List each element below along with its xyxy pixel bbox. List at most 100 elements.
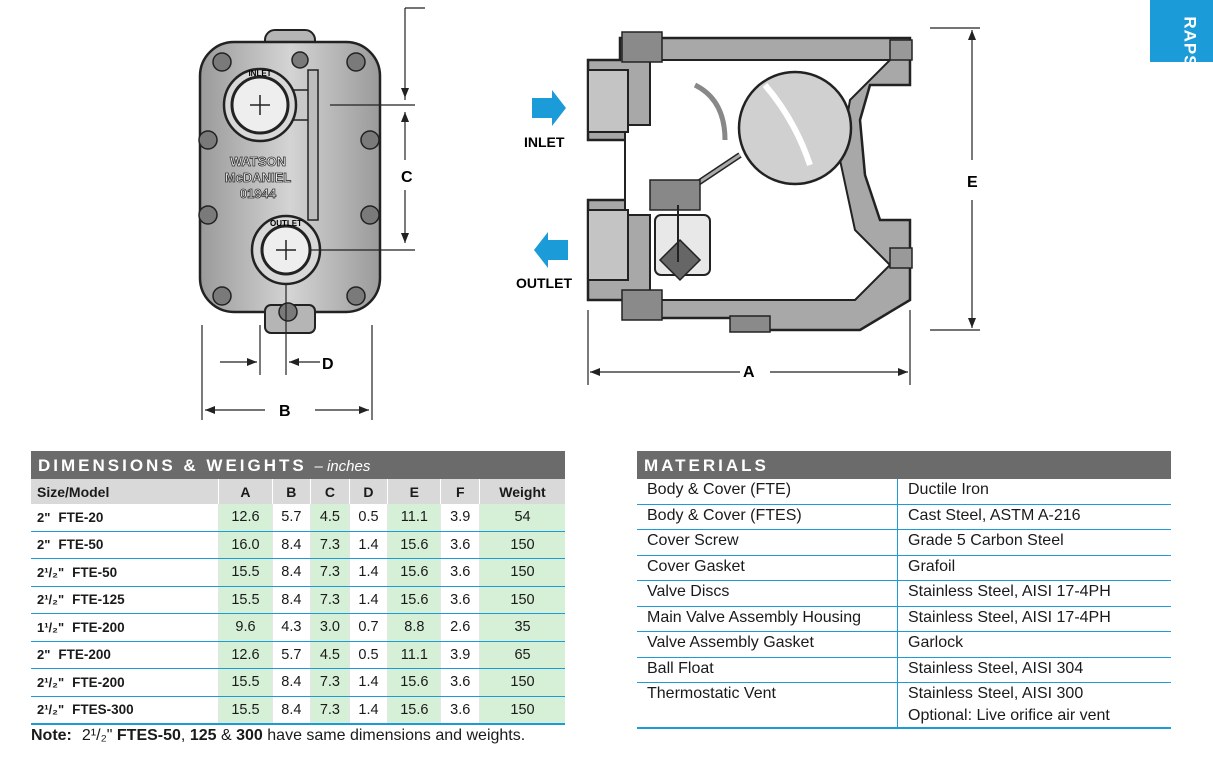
- model-value: FTE-200: [58, 647, 111, 663]
- dim-cell-b: 8.4: [271, 558, 311, 587]
- material-part: Main Valve Assembly Housing: [637, 606, 898, 632]
- dim-cell-a: 16.0: [218, 531, 273, 559]
- model-value: FTE-200: [72, 674, 125, 690]
- dim-cell-d: 1.4: [348, 558, 388, 587]
- dim-cell-c: 4.5: [310, 504, 350, 532]
- dimensions-column-headers: Size/Model A B C D E F Weight: [31, 479, 565, 504]
- dim-cell-w: 54: [479, 504, 565, 532]
- col-header: B: [271, 479, 311, 504]
- material-value: Ductile Iron: [908, 481, 989, 498]
- dim-cell-b: 8.4: [271, 586, 311, 614]
- dim-cell-d: 0.5: [348, 504, 388, 532]
- material-value: Stainless Steel, AISI 17-4PH: [908, 608, 1111, 626]
- table-row: Main Valve Assembly Housing Stainless Ste…: [637, 606, 1171, 632]
- dim-label-b: B: [279, 403, 291, 420]
- note-amp: &: [220, 727, 232, 744]
- dim-cell-c: 3.0: [310, 613, 350, 642]
- dim-cell-a: 12.6: [218, 641, 273, 669]
- material-part: Ball Float: [637, 657, 898, 683]
- dim-label-a: A: [743, 364, 755, 381]
- dim-cell-f: 3.6: [440, 668, 480, 697]
- material-value: Stainless Steel, AISI 304: [908, 659, 1084, 677]
- material-part: Body & Cover (FTE): [637, 479, 898, 505]
- col-header: F: [440, 479, 480, 504]
- dim-cell-b: 5.7: [271, 504, 311, 532]
- dim-cell-b: 8.4: [271, 696, 311, 725]
- footnote: Note:2¹/₂" FTES-50, 125 & 300 have same …: [31, 727, 525, 745]
- dim-label-e: E: [967, 174, 978, 191]
- size-value: 2¹/₂": [37, 702, 65, 718]
- dim-cell-b: 4.3: [271, 613, 311, 642]
- dim-label-d: D: [322, 356, 334, 373]
- col-header: D: [348, 479, 388, 504]
- dim-cell-w: 150: [479, 696, 565, 725]
- dim-cell-c: 4.5: [310, 641, 350, 669]
- dim-cell-c: 7.3: [310, 558, 350, 587]
- dim-cell-d: 1.4: [348, 668, 388, 697]
- outlet-arrow-icon: [534, 232, 568, 268]
- size-model-cell: 1¹/₂"FTE-200: [31, 613, 219, 642]
- dimensions-table-header: DIMENSIONS & WEIGHTS – inches: [31, 451, 565, 479]
- dim-cell-w: 150: [479, 586, 565, 614]
- dim-cell-a: 15.5: [218, 696, 273, 725]
- dim-cell-c: 7.3: [310, 668, 350, 697]
- material-part: Valve Discs: [637, 580, 898, 607]
- dim-cell-e: 11.1: [387, 641, 441, 669]
- col-header: E: [387, 479, 441, 504]
- dim-cell-f: 3.9: [440, 504, 480, 532]
- note-model-2: 125: [189, 727, 217, 744]
- size-model-cell: 2¹/₂"FTES-300: [31, 696, 219, 725]
- col-header: A: [218, 479, 273, 504]
- dim-cell-f: 3.6: [440, 531, 480, 559]
- size-model-cell: 2¹/₂"FTE-125: [31, 586, 219, 614]
- dimensions-weights-table: DIMENSIONS & WEIGHTS – inches Size/Model…: [31, 451, 565, 725]
- dim-cell-e: 8.8: [387, 613, 441, 642]
- material-part: Valve Assembly Gasket: [637, 631, 898, 658]
- dim-cell-f: 3.6: [440, 696, 480, 725]
- model-value: FTE-50: [58, 537, 104, 553]
- dim-cell-d: 0.7: [348, 613, 388, 642]
- material-value-cell: Stainless Steel, AISI 304: [897, 657, 1171, 683]
- dim-label-c: C: [401, 169, 413, 186]
- dim-cell-f: 3.9: [440, 641, 480, 669]
- dim-cell-a: 12.6: [218, 504, 273, 532]
- size-model-cell: 2" FTE-200: [31, 641, 219, 669]
- dim-cell-d: 1.4: [348, 586, 388, 614]
- size-model-cell: 2¹/₂"FTE-50: [31, 558, 219, 587]
- brand-line-1: WATSON: [230, 154, 286, 169]
- dim-cell-e: 15.6: [387, 668, 441, 697]
- material-value-cell: Cast Steel, ASTM A-216: [897, 504, 1171, 530]
- table-row: Ball Float Stainless Steel, AISI 304: [637, 657, 1171, 683]
- brand-line-3: 01944: [240, 186, 277, 201]
- table-row: Body & Cover (FTE) Ductile Iron: [637, 479, 1171, 505]
- material-part: Cover Screw: [637, 529, 898, 556]
- material-value-cell: Grade 5 Carbon Steel: [897, 529, 1171, 556]
- cast-outlet-label: OUTLET: [270, 219, 302, 228]
- size-value: 2": [37, 647, 51, 663]
- material-part: Body & Cover (FTES): [637, 504, 898, 530]
- dim-cell-w: 65: [479, 641, 565, 669]
- section-tab-label: RAPS: [1180, 16, 1200, 62]
- dim-cell-a: 15.5: [218, 668, 273, 697]
- size-model-cell: 2"FTE-20: [31, 504, 219, 532]
- material-value-cell: Stainless Steel, AISI 17-4PH: [897, 606, 1171, 632]
- note-model-3: 300: [236, 727, 263, 744]
- inlet-arrow-icon: [532, 90, 566, 126]
- size-value: 2¹/₂": [37, 674, 65, 690]
- dim-cell-e: 15.6: [387, 558, 441, 587]
- dim-cell-a: 15.5: [218, 558, 273, 587]
- dim-cell-f: 3.6: [440, 586, 480, 614]
- front-view-diagram: INLET WATSON McDANIEL 01944 OUTLET F C D…: [198, 7, 425, 420]
- material-value: Grafoil: [908, 557, 956, 575]
- section-view-diagram: INLET OUTLET E A: [516, 27, 980, 385]
- col-header: Size/Model: [31, 479, 219, 504]
- material-value: Stainless Steel, AISI 17-4PH: [908, 583, 1111, 600]
